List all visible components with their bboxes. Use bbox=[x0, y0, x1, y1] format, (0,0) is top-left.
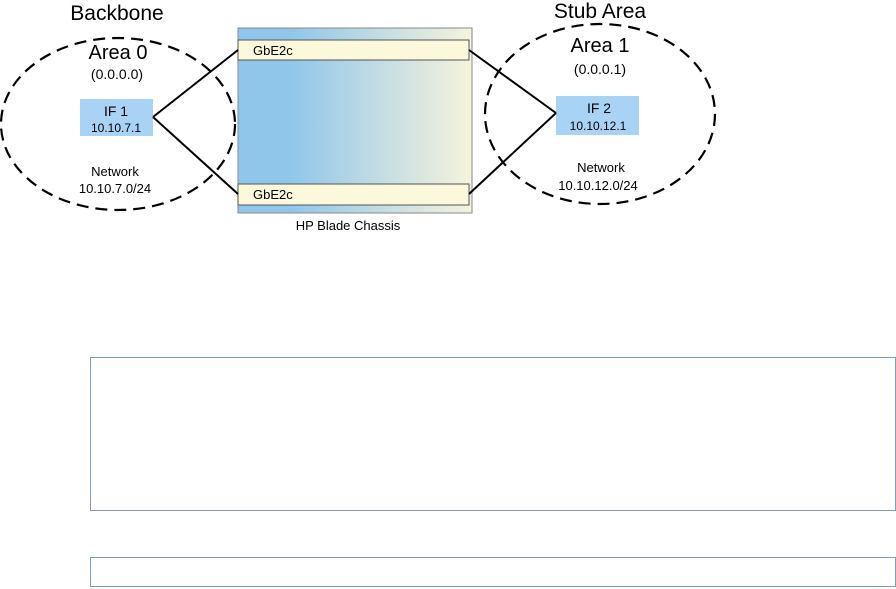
area-1-id: (0.0.0.1) bbox=[574, 61, 626, 77]
interface-1-ip: 10.10.7.1 bbox=[91, 121, 141, 135]
area-0-id: (0.0.0.0) bbox=[91, 66, 143, 82]
code-example-box bbox=[90, 357, 896, 511]
interface-2-ip: 10.10.12.1 bbox=[570, 119, 627, 133]
switch-bottom-label: GbE2c bbox=[253, 187, 293, 202]
network-1-address: 10.10.7.0/24 bbox=[79, 181, 151, 196]
ospf-stub-area-diagram: Backbone Area 0 (0.0.0.0) IF 1 10.10.7.1… bbox=[0, 0, 717, 233]
network-1-label: Network bbox=[91, 164, 139, 179]
backbone-area-boundary bbox=[0, 36, 237, 212]
link-switch-top-if2 bbox=[468, 49, 557, 114]
chassis-label: HP Blade Chassis bbox=[296, 218, 401, 233]
stub-area-boundary bbox=[483, 22, 717, 206]
link-switch-bottom-if2 bbox=[468, 112, 557, 195]
code-example-box-small bbox=[90, 557, 896, 587]
network-2-address: 10.10.12.0/24 bbox=[558, 178, 638, 193]
link-if1-switch-bottom bbox=[152, 116, 239, 195]
switch-bottom bbox=[237, 183, 470, 206]
interface-1-name: IF 1 bbox=[104, 103, 128, 119]
network-2-label: Network bbox=[577, 160, 625, 175]
interface-2-box bbox=[556, 96, 639, 135]
backbone-heading: Backbone bbox=[70, 2, 163, 25]
link-if1-switch-top bbox=[152, 49, 239, 118]
interface-1-box bbox=[80, 99, 153, 136]
area-1-name: Area 1 bbox=[571, 35, 630, 57]
stub-area-heading: Stub Area bbox=[554, 0, 647, 23]
switch-top-label: GbE2c bbox=[253, 43, 293, 58]
area-0-name: Area 0 bbox=[89, 42, 148, 64]
interface-2-name: IF 2 bbox=[587, 100, 611, 116]
